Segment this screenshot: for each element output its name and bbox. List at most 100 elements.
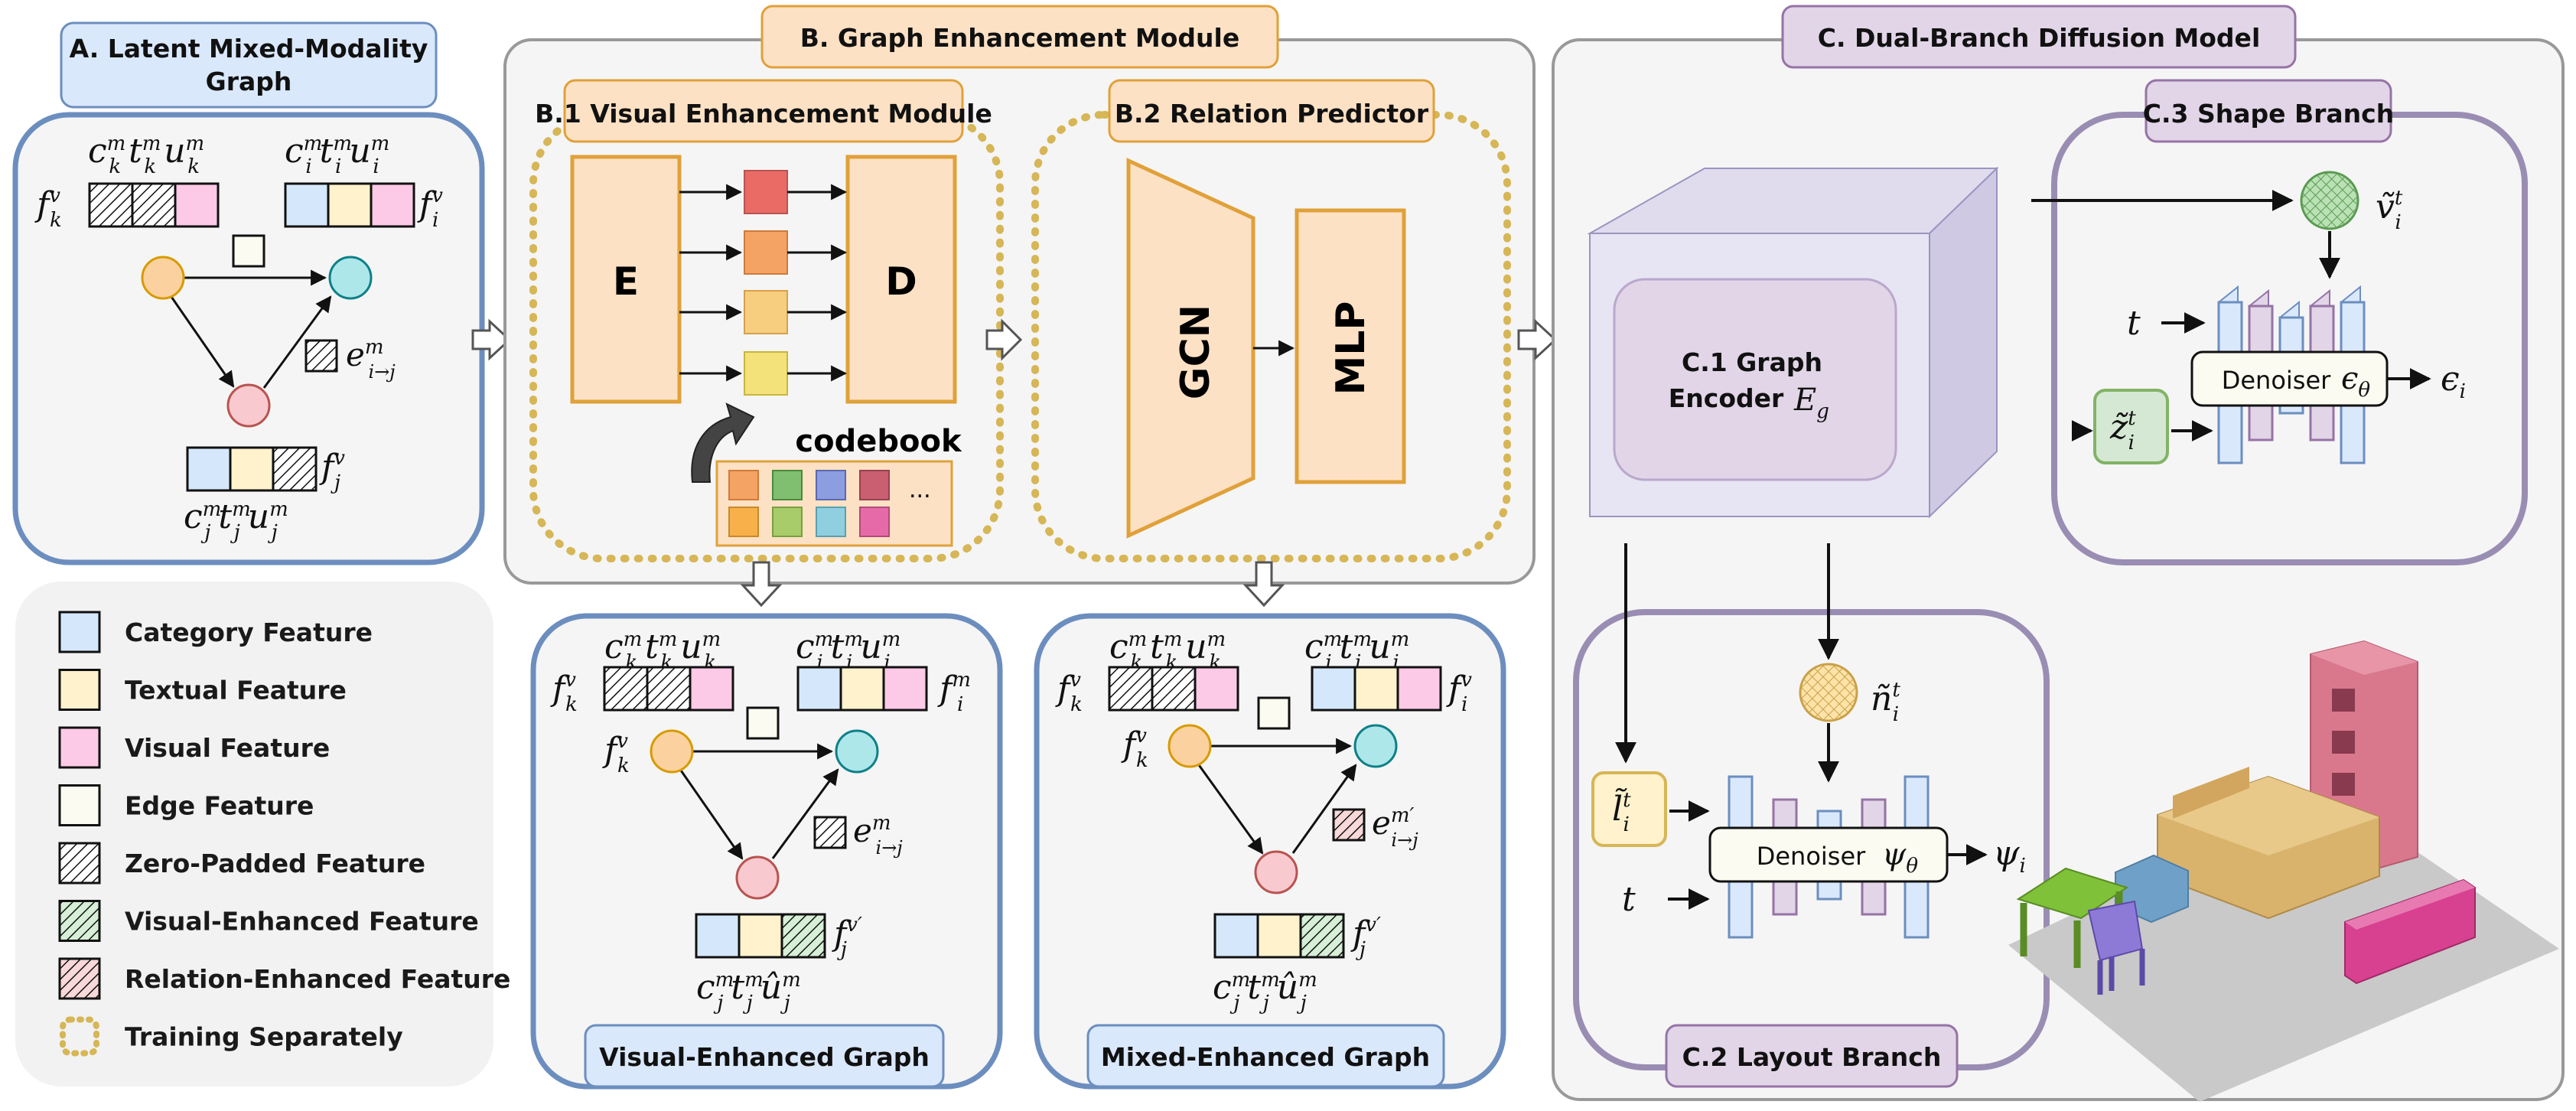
node-i <box>328 256 373 300</box>
scene-illustration <box>2008 640 2559 1102</box>
feature-bar-j <box>186 446 318 492</box>
legend-swatch <box>58 669 101 711</box>
codebook-label: codebook <box>795 424 962 459</box>
legend-item: Visual Feature <box>58 726 330 769</box>
arrow-b-to-c <box>1517 318 1558 361</box>
edge-feature-hatched <box>304 339 338 373</box>
node-j <box>226 383 271 428</box>
panel-b-title: B. Graph Enhancement Module <box>800 23 1240 53</box>
legend-item: Zero-Padded Feature <box>58 842 425 885</box>
arrow-b2-down <box>1242 561 1285 608</box>
legend-item: Training Separately <box>60 1016 403 1057</box>
legend-label: Visual-Enhanced Feature <box>125 907 479 937</box>
legend-label: Edge Feature <box>125 791 314 821</box>
c1-symbol: Eg <box>1793 383 1829 423</box>
legend-swatch <box>58 957 101 1000</box>
edge-feature-square <box>232 234 265 268</box>
c3-title: C.3 Shape Branch <box>2143 99 2394 129</box>
feature-bar-k <box>88 182 220 228</box>
shape-denoiser-label: Denoiser <box>2222 366 2331 395</box>
legend-label: Zero-Padded Feature <box>125 849 425 878</box>
z-tilde-box <box>2093 389 2169 464</box>
arrow-b1-down <box>740 561 783 608</box>
legend-label: Training Separately <box>125 1022 403 1052</box>
codebook: ... <box>715 460 953 547</box>
b1-title: B.1 Visual Enhancement Module <box>535 99 992 129</box>
decoder-block <box>845 155 957 404</box>
legend-item: Textual Feature <box>58 669 347 711</box>
layout-denoiser-symbol: ψθ <box>1882 837 1918 878</box>
layout-noise-sphere <box>1799 663 1858 722</box>
visual-enhanced-graph-title: Visual-Enhanced Graph <box>599 1042 930 1072</box>
legend-swatch <box>58 726 101 769</box>
legend-item: Category Feature <box>58 611 373 653</box>
legend-swatch <box>58 611 101 653</box>
arrow-b1-to-b2 <box>985 318 1023 361</box>
legend-item: Edge Feature <box>58 784 314 826</box>
shape-t-label: t <box>2127 304 2141 343</box>
legend-swatch <box>58 900 101 942</box>
legend-item: Visual-Enhanced Feature <box>58 900 479 942</box>
panel-a-title: A. Latent Mixed-Modality <box>70 34 428 64</box>
legend-label: Category Feature <box>125 617 373 647</box>
arrow-a-to-b <box>471 318 512 361</box>
legend-swatch <box>58 842 101 885</box>
mlp-block <box>1295 208 1406 484</box>
mlp-label: MLP <box>1328 301 1374 396</box>
me-edge-label: em′i→j <box>1372 804 1418 851</box>
gcn-block <box>1126 158 1255 539</box>
legend-label: Visual Feature <box>125 733 330 763</box>
encoder-block <box>570 155 682 404</box>
panel-a-title-line2: Graph <box>206 67 292 96</box>
panel-c-title: C. Dual-Branch Diffusion Model <box>1818 23 2261 53</box>
legend-label: Textual Feature <box>125 676 347 705</box>
legend-item: Relation-Enhanced Feature <box>58 957 510 1000</box>
eps-i-label: ϵi <box>2441 360 2466 403</box>
l-tilde-box <box>1591 771 1667 847</box>
legend-label: Relation-Enhanced Feature <box>125 964 510 994</box>
legend-swatch <box>60 1016 99 1057</box>
c2-title: C.2 Layout Branch <box>1682 1042 1942 1072</box>
shape-noise-sphere <box>2300 171 2359 230</box>
shape-denoiser-symbol: ϵθ <box>2341 361 2370 402</box>
codebook-ellipsis: ... <box>909 477 931 503</box>
legend-swatch <box>58 784 101 826</box>
panel-b: B. Graph Enhancement Module B.1 Visual E… <box>503 5 1536 585</box>
gcn-label: GCN <box>1173 305 1219 399</box>
layout-unet: Denoiser ψθ <box>1708 775 1949 939</box>
node-k <box>141 256 185 300</box>
b2-title: B.2 Relation Predictor <box>1115 99 1429 129</box>
shape-unet: Denoiser ϵθ <box>2190 285 2389 465</box>
decoder-label: D <box>885 259 917 304</box>
layout-t-label: t <box>1622 880 1636 919</box>
c1-title-line2: Encoder <box>1669 383 1784 413</box>
panel-c: C. Dual-Branch Diffusion Model C.1 Graph… <box>1552 5 2565 1102</box>
layout-denoiser-label: Denoiser <box>1757 842 1866 871</box>
feature-bar-i <box>284 182 415 228</box>
graph-encoder-cube: C.1 Graph Encoder Eg <box>1587 166 1999 519</box>
c1-title-line1: C.1 Graph <box>1682 347 1822 377</box>
